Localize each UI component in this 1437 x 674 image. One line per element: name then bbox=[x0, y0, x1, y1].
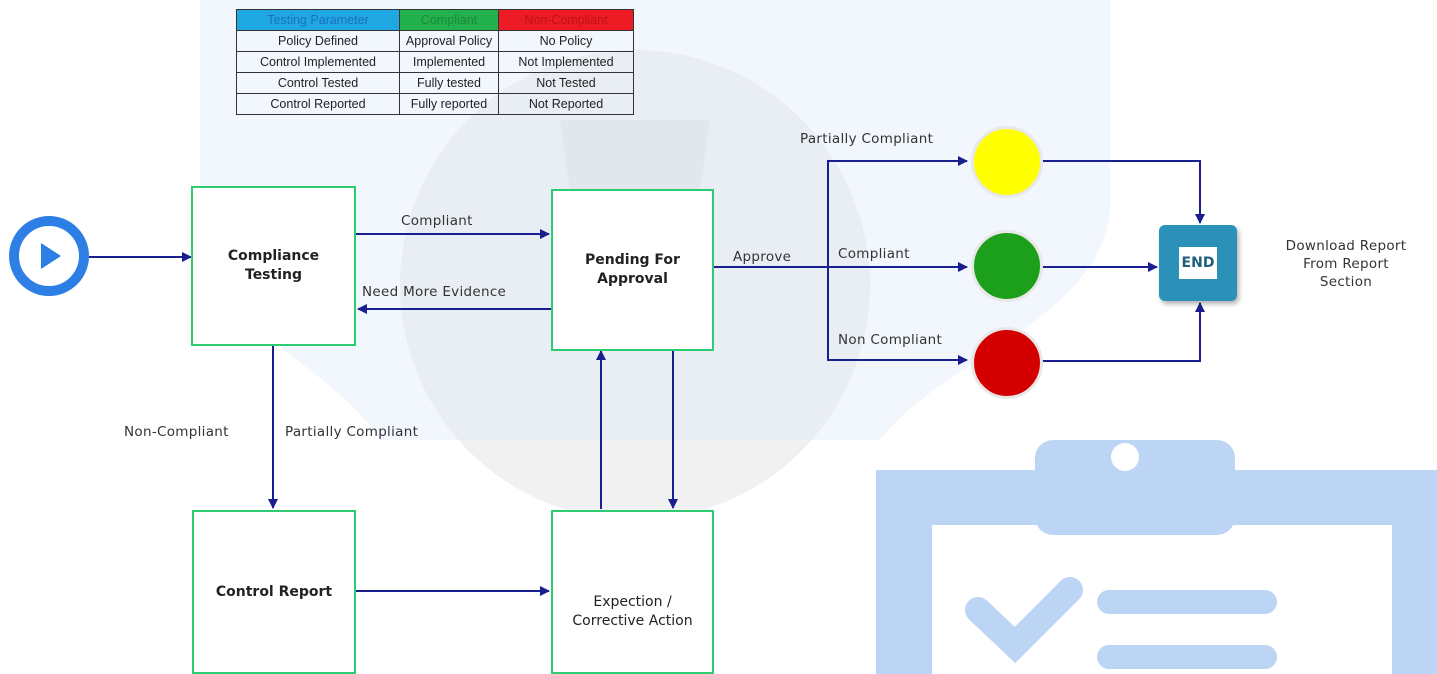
edge-label-approve: Approve bbox=[733, 249, 792, 265]
edge-label-compliant-mid: Compliant bbox=[838, 246, 910, 262]
edge-label-partially-compliant-top: Partially Compliant bbox=[800, 131, 934, 147]
legend-cell: Fully reported bbox=[399, 93, 499, 115]
clipboard-check-icon bbox=[876, 440, 1437, 674]
arrow-red-to-end bbox=[1042, 302, 1205, 362]
partially-compliant-circle bbox=[971, 126, 1043, 198]
legend-cell: Policy Defined bbox=[236, 30, 400, 52]
legend-row: Policy Defined Approval Policy No Policy bbox=[236, 30, 634, 52]
end-node: END bbox=[1159, 225, 1237, 301]
legend-cell: Implemented bbox=[399, 51, 499, 73]
legend-row: Control Implemented Implemented Not Impl… bbox=[236, 51, 634, 73]
edge-label-partially-compliant-left: Partially Compliant bbox=[285, 424, 419, 440]
edge-label-non-compliant-left: Non-Compliant bbox=[124, 424, 229, 440]
compliant-circle bbox=[971, 230, 1043, 302]
exception-action-box: Expection / Corrective Action bbox=[551, 510, 714, 674]
arrow-yellow-to-end bbox=[1042, 160, 1205, 224]
legend-header-compliant: Compliant bbox=[399, 9, 499, 31]
non-compliant-circle bbox=[971, 327, 1043, 399]
start-node bbox=[9, 216, 89, 296]
control-report-label: Control Report bbox=[215, 583, 333, 600]
edge-label-need-more-evidence: Need More Evidence bbox=[362, 284, 507, 300]
pending-approval-label: Pending For Approval bbox=[585, 252, 680, 287]
legend-cell: Control Reported bbox=[236, 93, 400, 115]
play-circle-icon bbox=[41, 243, 61, 269]
legend-cell: Approval Policy bbox=[399, 30, 499, 52]
legend-cell: Control Implemented bbox=[236, 51, 400, 73]
compliance-testing-label: Compliance Testing bbox=[227, 248, 320, 283]
legend-header-non-compliant: Non-Compliant bbox=[498, 9, 634, 31]
edge-label-compliant: Compliant bbox=[401, 213, 473, 229]
download-report-note: Download Report From Report Section bbox=[1285, 238, 1407, 290]
end-label: END bbox=[1178, 247, 1218, 279]
legend-header-row: Testing Parameter Compliant Non-Complian… bbox=[236, 9, 634, 31]
legend-header-parameter: Testing Parameter bbox=[236, 9, 400, 31]
pending-approval-box: Pending For Approval bbox=[551, 189, 714, 351]
legend-cell: Control Tested bbox=[236, 72, 400, 94]
arrow-approve-branch-bottom bbox=[827, 267, 968, 365]
compliance-testing-box: Compliance Testing bbox=[191, 186, 356, 346]
legend-row: Control Tested Fully tested Not Tested bbox=[236, 72, 634, 94]
edge-label-non-compliant-bottom: Non Compliant bbox=[838, 332, 943, 348]
legend-cell: Not Reported bbox=[498, 93, 634, 115]
legend-cell: Not Tested bbox=[498, 72, 634, 94]
control-report-box: Control Report bbox=[192, 510, 356, 674]
legend-table: Testing Parameter Compliant Non-Complian… bbox=[236, 9, 634, 115]
exception-action-label: Expection / Corrective Action bbox=[572, 594, 693, 629]
legend-row: Control Reported Fully reported Not Repo… bbox=[236, 93, 634, 115]
